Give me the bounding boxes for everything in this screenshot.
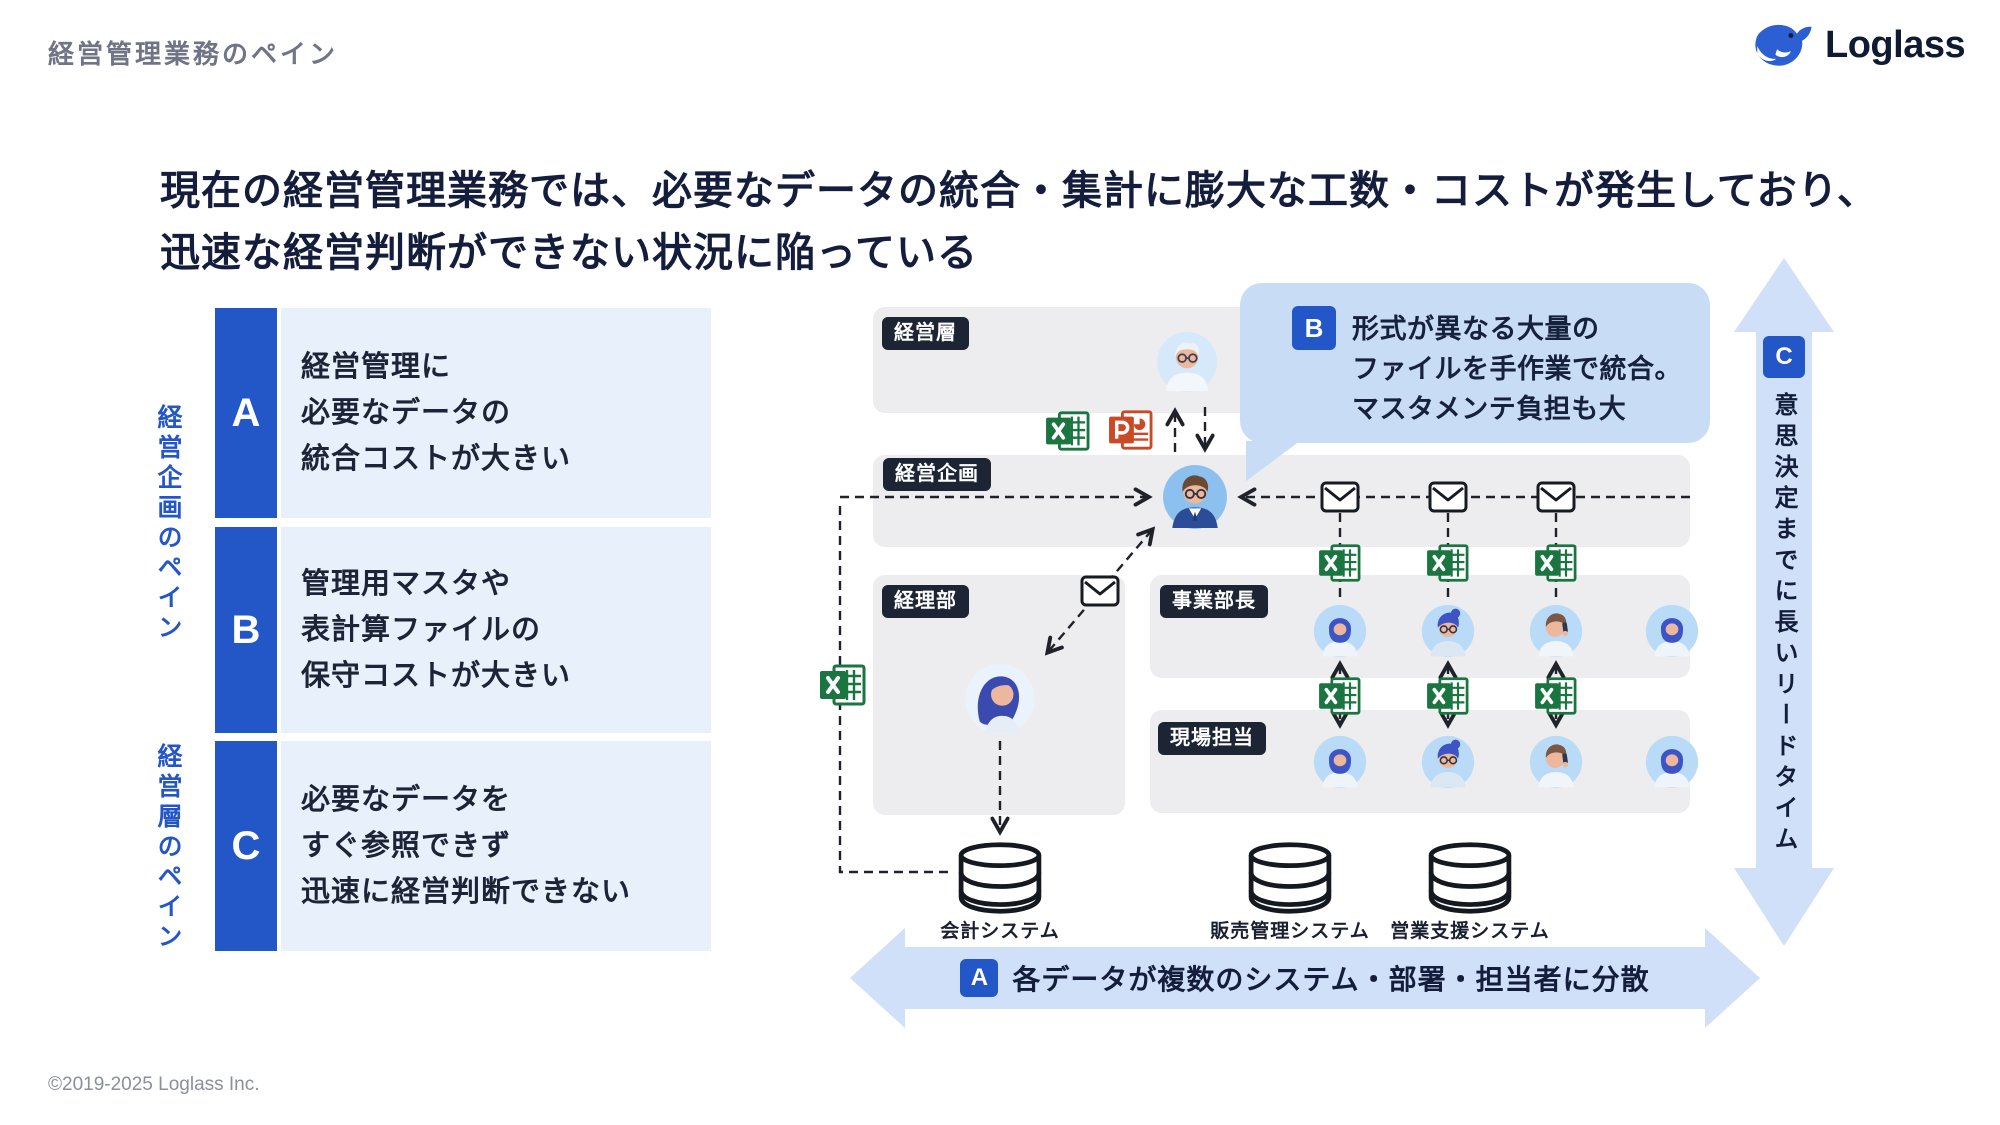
executive-avatar bbox=[1156, 331, 1218, 393]
division-head-avatar bbox=[1529, 604, 1583, 658]
logo-wordmark: Loglass bbox=[1825, 23, 1966, 66]
pain-a-line-2: 必要なデータの bbox=[301, 397, 512, 429]
pain-b-key: B bbox=[215, 527, 277, 733]
arrow-a-badge: A bbox=[960, 959, 999, 997]
row-label-accounting-dept: 経理部 bbox=[882, 585, 969, 618]
page-title: 経営管理業務のペイン bbox=[48, 39, 339, 69]
callout-b-text: 形式が異なる大量の ファイルを手作業で統合。 マスタメンテ負担も大 bbox=[1352, 309, 1682, 429]
division-head-avatar bbox=[1645, 604, 1699, 658]
headline-line-1: 現在の経営管理業務では、必要なデータの統合・集計に膨大な工数・コストが発生してお… bbox=[160, 169, 1878, 213]
pain-a-card: 経営管理に 必要なデータの 統合コストが大きい bbox=[281, 308, 711, 518]
database-icon bbox=[952, 841, 1048, 915]
accountant-avatar bbox=[964, 663, 1036, 735]
excel-file-icon bbox=[1426, 676, 1470, 716]
pain-b-card: 管理用マスタや 表計算ファイルの 保守コストが大きい bbox=[281, 527, 711, 733]
callout-b-line-2: ファイルを手作業で統合。 bbox=[1352, 354, 1682, 384]
database-label-accounting: 会計システム bbox=[940, 921, 1060, 942]
mail-envelope-icon bbox=[1428, 481, 1468, 513]
pain-a-letter: A bbox=[231, 390, 261, 435]
excel-file-icon bbox=[1534, 543, 1578, 583]
copyright-footer: ©2019-2025 Loglass Inc. bbox=[48, 1074, 260, 1095]
callout-b-badge: B bbox=[1292, 306, 1336, 350]
pain-c-line-3: 迅速に経営判断できない bbox=[301, 876, 632, 908]
pain-a-key: A bbox=[215, 308, 277, 518]
callout-b-line-3: マスタメンテ負担も大 bbox=[1352, 394, 1627, 424]
row-label-corporate-planning: 経営企画 bbox=[883, 458, 991, 491]
pain-c-letter: C bbox=[231, 823, 261, 868]
pain-c-line-2: すぐ参照できず bbox=[301, 830, 512, 862]
excel-file-icon bbox=[1045, 410, 1091, 452]
mail-envelope-icon bbox=[1080, 575, 1120, 607]
corporate-planner-avatar bbox=[1162, 464, 1228, 530]
excel-file-icon bbox=[1534, 676, 1578, 716]
mail-envelope-icon bbox=[1536, 481, 1576, 513]
excel-file-icon bbox=[1318, 676, 1362, 716]
pain-b-line-1: 管理用マスタや bbox=[301, 568, 512, 600]
arrow-c-badge: C bbox=[1763, 336, 1805, 378]
database-icon bbox=[1242, 841, 1338, 915]
arrow-a-left-head bbox=[850, 928, 905, 1028]
pain-c-key: C bbox=[215, 741, 277, 951]
callout-b-line-1: 形式が異なる大量の bbox=[1352, 314, 1600, 344]
excel-file-icon bbox=[1426, 543, 1470, 583]
arrow-c-top-head bbox=[1734, 258, 1834, 332]
pain-a-line-3: 統合コストが大きい bbox=[301, 443, 572, 475]
headline-line-2: 迅速な経営判断ができない状況に陥っている bbox=[160, 231, 978, 275]
field-staff-avatar bbox=[1313, 735, 1367, 789]
field-staff-avatar bbox=[1421, 735, 1475, 789]
field-staff-avatar bbox=[1645, 735, 1699, 789]
arrow-c-lead-time bbox=[1756, 330, 1812, 868]
database-label-sales-mgmt: 販売管理システム bbox=[1210, 921, 1370, 942]
group-label-keiei-sou-pain: 経営層のペイン bbox=[154, 743, 182, 953]
group-label-keiei-kikaku-pain: 経営企画のペイン bbox=[154, 404, 182, 644]
headline: 現在の経営管理業務では、必要なデータの統合・集計に膨大な工数・コストが発生してお… bbox=[160, 160, 1878, 284]
arrow-a-text: 各データが複数のシステム・部署・担当者に分散 bbox=[1012, 964, 1650, 995]
pain-c-line-1: 必要なデータを bbox=[301, 784, 512, 816]
arrow-a-data-scattered: A 各データが複数のシステム・部署・担当者に分散 bbox=[905, 947, 1705, 1009]
pain-a-line-1: 経営管理に bbox=[301, 351, 452, 383]
database-icon bbox=[1422, 841, 1518, 915]
pain-c-card: 必要なデータを すぐ参照できず 迅速に経営判断できない bbox=[281, 741, 711, 951]
excel-file-icon bbox=[1318, 543, 1362, 583]
row-label-division-heads: 事業部長 bbox=[1160, 585, 1268, 618]
field-staff-avatar bbox=[1529, 735, 1583, 789]
division-head-avatar bbox=[1313, 604, 1367, 658]
excel-file-icon bbox=[819, 663, 867, 707]
whale-logo-icon bbox=[1752, 20, 1816, 70]
database-label-sales-support: 営業支援システム bbox=[1390, 921, 1550, 942]
row-label-field-staff: 現場担当 bbox=[1158, 722, 1266, 755]
mail-envelope-icon bbox=[1320, 481, 1360, 513]
powerpoint-file-icon bbox=[1108, 409, 1154, 451]
row-label-executives: 経営層 bbox=[882, 317, 969, 350]
arrow-c-text: 意思決定までに長いリードタイム bbox=[1770, 392, 1797, 857]
pain-b-line-2: 表計算ファイルの bbox=[301, 614, 542, 646]
arrow-c-bottom-head bbox=[1734, 868, 1834, 946]
pain-b-line-3: 保守コストが大きい bbox=[301, 660, 572, 692]
pain-b-letter: B bbox=[231, 607, 261, 652]
loglass-logo: Loglass bbox=[1752, 20, 1966, 70]
division-head-avatar bbox=[1421, 604, 1475, 658]
